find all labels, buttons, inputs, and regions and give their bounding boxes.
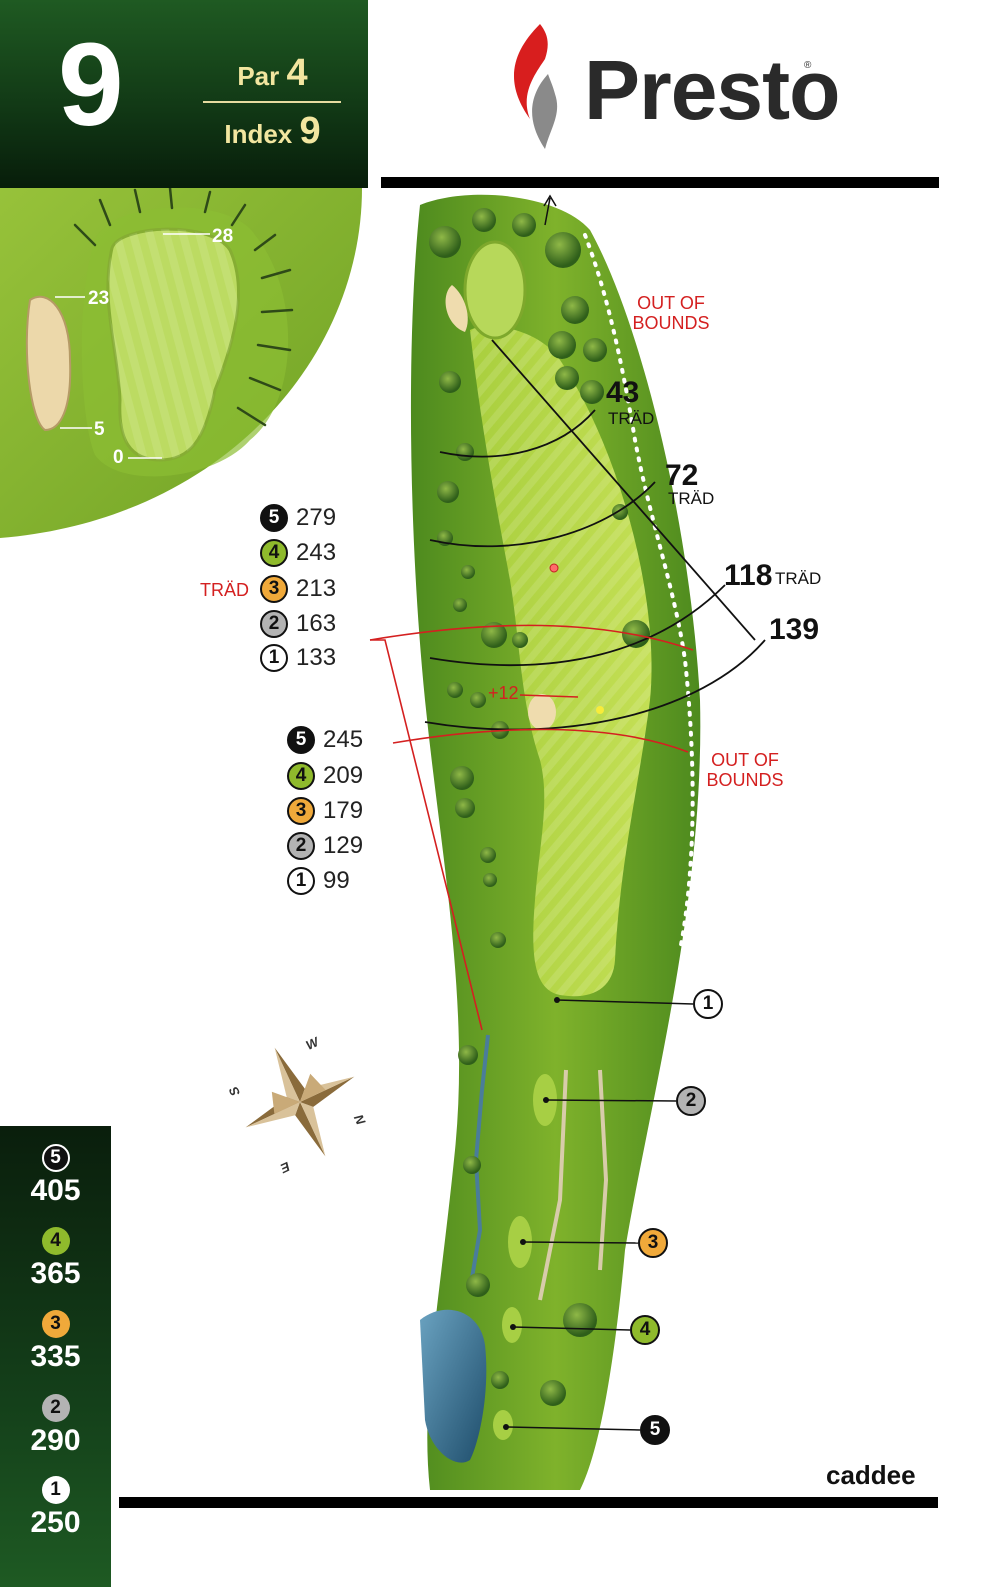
tee-4-icon: 4 [260, 539, 288, 567]
top-divider [381, 177, 939, 188]
cart-path [538, 1069, 609, 1301]
arrow-up [543, 194, 557, 226]
trees [429, 208, 650, 1406]
tee-4-icon: 4 [41, 1227, 70, 1255]
hole-header [0, 0, 368, 188]
tee-length-panel: 5 405 4 365 3 335 2 290 1 250 [0, 1126, 111, 1587]
list-item: 1 133 [260, 644, 336, 672]
tee-1-icon: 1 [287, 867, 315, 895]
brand-reg: ® [804, 60, 812, 71]
caddee-logo: caddee [826, 1460, 916, 1490]
tee-5-icon: 5 [260, 504, 288, 532]
tee-3-icon: 3 [41, 1310, 70, 1338]
tee-1-icon: 1 [260, 644, 288, 672]
distance-arcs [424, 339, 766, 731]
tee-marker-4: 4 [630, 1315, 660, 1345]
list-item: 1 99 [287, 867, 350, 895]
hole-number: 9 [58, 19, 124, 151]
brand-name: Presto [584, 43, 840, 137]
green-mark-28: 28 [212, 226, 233, 247]
list-item: 3 179 [287, 797, 363, 825]
distance-139: 139 [769, 613, 820, 646]
tee-leaders [505, 999, 694, 1431]
bottom-divider [119, 1497, 938, 1508]
tee-1-icon: 1 [41, 1476, 70, 1504]
tee-3-icon: 3 [260, 575, 288, 603]
par-label: Par [237, 61, 280, 91]
oob-label-top: OUT OF BOUNDS [632, 293, 710, 333]
list-item: 5 279 [260, 504, 336, 532]
distance-72: 72 [665, 459, 699, 492]
tee-marker-3: 3 [638, 1228, 668, 1258]
par-divider [203, 101, 341, 103]
distance-118: 118 [724, 559, 773, 592]
green-mark-5: 5 [94, 419, 105, 440]
par-value: 4 [286, 52, 308, 94]
trad-note: TRÄD [200, 580, 249, 600]
tee-3-icon: 3 [287, 797, 315, 825]
tee-length-1: 1 250 [0, 1476, 111, 1540]
tee-2-icon: 2 [260, 610, 288, 638]
index-label: Index [224, 119, 293, 149]
tee-length-5: 5 405 [0, 1144, 111, 1208]
distance-118-note: TRÄD [775, 569, 822, 588]
green-detail-map: 28 23 5 0 [0, 188, 362, 538]
green-bunker [445, 285, 468, 332]
tee-length-4: 4 365 [0, 1227, 111, 1291]
tee-5-icon: 5 [287, 726, 315, 754]
water-hazard [420, 1309, 487, 1463]
list-item: 5 245 [287, 726, 363, 754]
par-info: Par 4 [205, 52, 340, 95]
tee-box-5 [493, 1410, 513, 1440]
list-item: 2 163 [260, 610, 336, 638]
green [463, 240, 527, 340]
tee-length-3: 3 335 [0, 1310, 111, 1374]
green-bunker-detail [25, 295, 72, 432]
tee-length-2: 2 290 [0, 1394, 111, 1458]
distance-43-note: TRÄD [608, 409, 655, 428]
tee-2-icon: 2 [41, 1394, 70, 1422]
green-mark-23: 23 [88, 288, 109, 309]
tee-4-icon: 4 [287, 762, 315, 790]
distance-72-note: TRÄD [668, 489, 715, 508]
tee-2-icon: 2 [287, 832, 315, 860]
tee-marker-5: 5 [640, 1415, 670, 1445]
distance-43: 43 [606, 376, 640, 409]
presto-flame-icon [513, 24, 558, 149]
index-info: Index 9 [205, 110, 340, 153]
fairway-bunker [528, 694, 556, 730]
compass-rose [245, 1047, 355, 1157]
tee-marker-1: 1 [693, 989, 723, 1019]
list-item: 4 243 [260, 539, 336, 567]
list-item: 4 209 [287, 762, 363, 790]
layup-arcs [369, 624, 694, 1031]
oob-label-mid: OUT OF BOUNDS [706, 750, 784, 790]
index-value: 9 [299, 110, 321, 152]
green-mark-0: 0 [113, 447, 124, 468]
tee-5-icon: 5 [41, 1144, 70, 1172]
list-item: 3 213 [260, 575, 336, 603]
tee-marker-2: 2 [676, 1086, 706, 1116]
bunker-carry-label: +12 [488, 683, 519, 703]
list-item: 2 129 [287, 832, 363, 860]
out-of-bounds-line [583, 233, 695, 952]
